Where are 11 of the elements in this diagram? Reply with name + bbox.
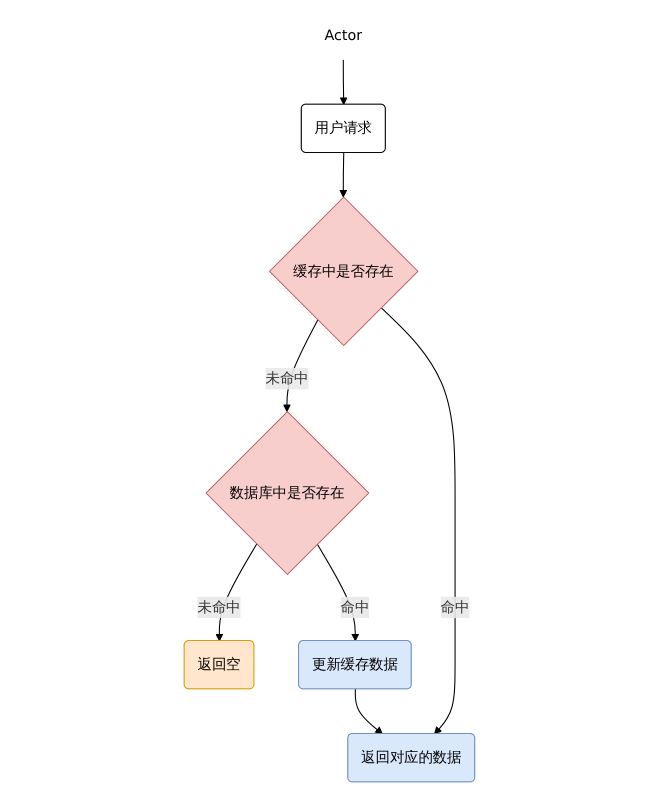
edge-label: 命中 — [440, 598, 469, 616]
arrow — [354, 689, 382, 734]
node-text: Actor — [324, 26, 362, 44]
node-diamond: 缓存中是否存在 — [268, 196, 418, 346]
node-diamond: 数据库中是否存在 — [204, 411, 369, 576]
edge-label: 未命中 — [197, 598, 240, 616]
edge-label: 命中 — [340, 598, 369, 616]
arrow — [338, 152, 347, 198]
arrow — [339, 59, 348, 105]
edge-label: 未命中 — [265, 370, 308, 387]
arrow — [380, 307, 456, 734]
